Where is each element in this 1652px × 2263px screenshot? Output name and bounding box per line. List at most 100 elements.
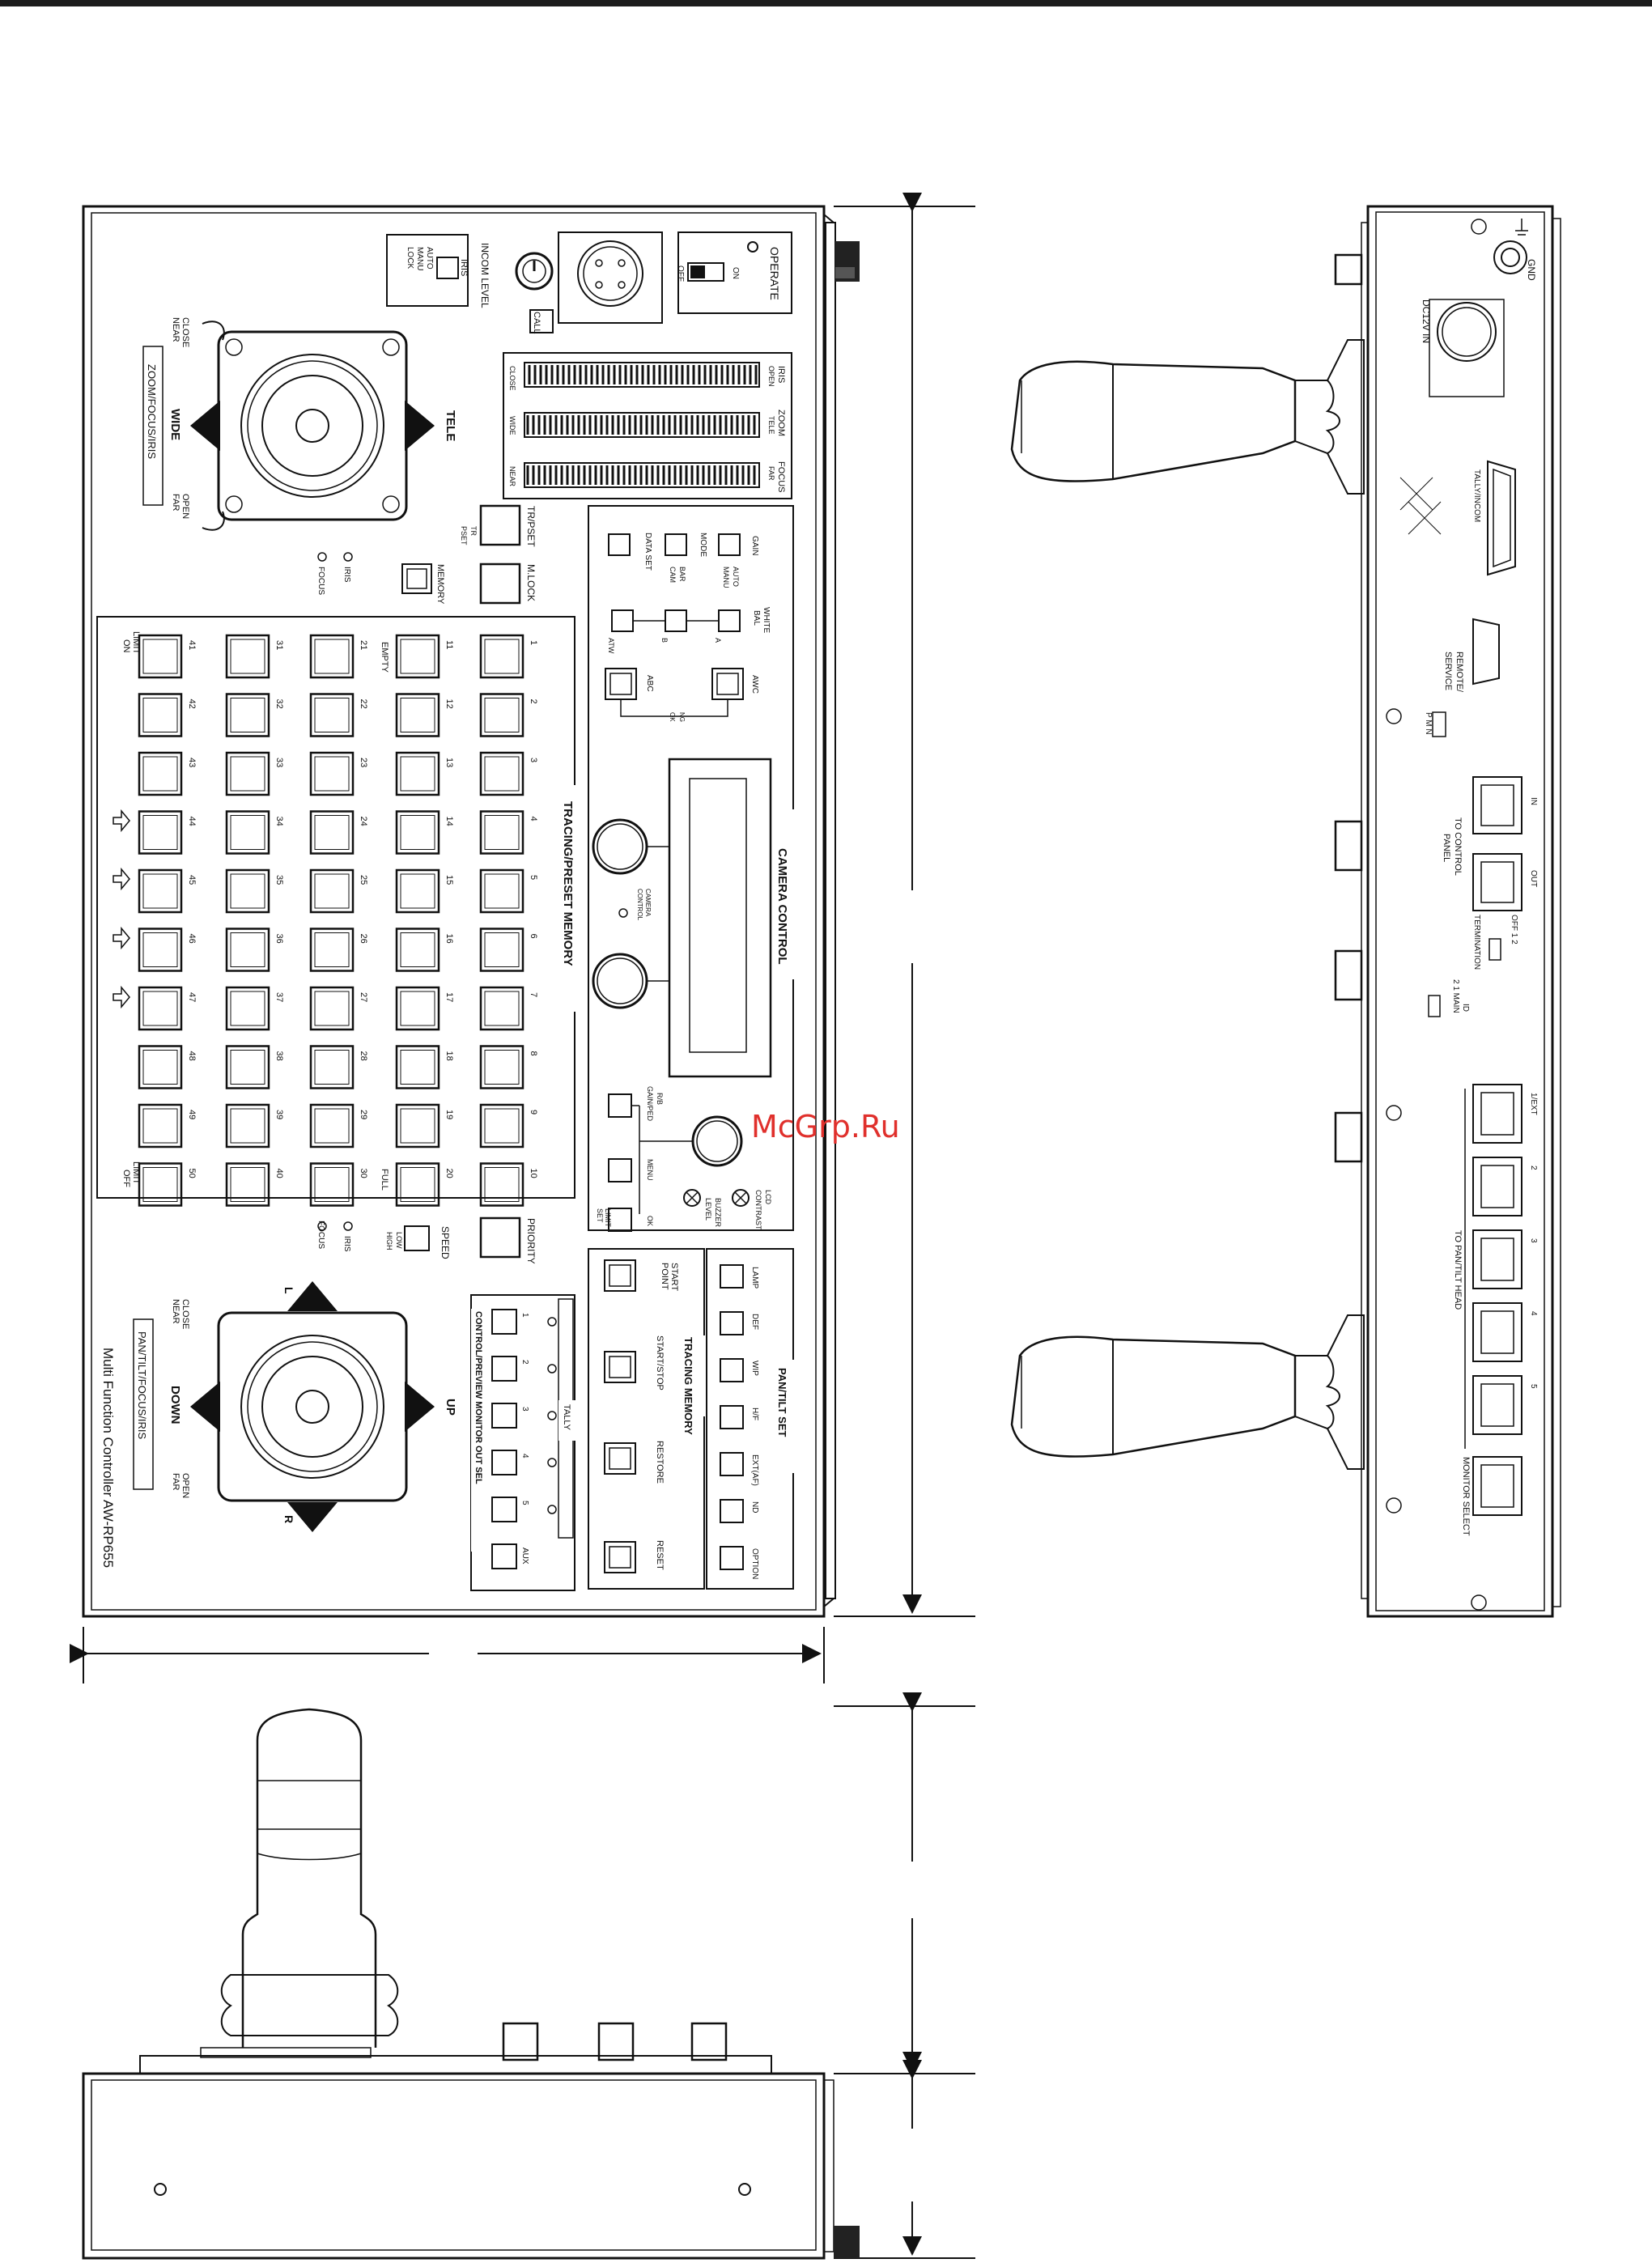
lcd-contrast-trim[interactable] xyxy=(732,1189,750,1207)
preset-button[interactable] xyxy=(225,1045,270,1089)
preset-button[interactable] xyxy=(479,1103,524,1148)
preset-button[interactable] xyxy=(395,1162,440,1207)
wb-b-button[interactable] xyxy=(665,609,687,632)
preset-button[interactable] xyxy=(309,928,355,972)
mode-button[interactable] xyxy=(665,533,687,556)
preset-button-inner xyxy=(484,1050,520,1085)
wb-a-button[interactable] xyxy=(718,609,741,632)
preset-button[interactable] xyxy=(479,1045,524,1089)
preset-button[interactable] xyxy=(395,810,440,855)
id-label: ID xyxy=(1461,1004,1470,1012)
buzzer-level-trim[interactable] xyxy=(683,1189,701,1207)
reset-button[interactable] xyxy=(604,1541,636,1573)
preset-button[interactable] xyxy=(479,986,524,1031)
camera-control-knob-2[interactable] xyxy=(592,953,648,1009)
tr-pset-button[interactable] xyxy=(479,504,521,546)
gain-button[interactable] xyxy=(718,533,741,556)
preset-button[interactable] xyxy=(225,868,270,914)
monitor-select-button[interactable] xyxy=(491,1309,517,1335)
preset-button[interactable] xyxy=(138,634,183,679)
preset-button[interactable] xyxy=(479,751,524,796)
call-button[interactable] xyxy=(529,309,554,333)
preset-button[interactable] xyxy=(138,986,183,1031)
preset-button[interactable] xyxy=(479,868,524,914)
preset-button[interactable] xyxy=(479,693,524,737)
operate-switch[interactable] xyxy=(687,262,724,282)
preset-button[interactable] xyxy=(479,634,524,679)
preset-button[interactable] xyxy=(138,810,183,855)
monitor-select-button[interactable] xyxy=(491,1356,517,1382)
pan-tilt-set-button[interactable] xyxy=(720,1546,744,1570)
priority-button[interactable] xyxy=(479,1216,521,1259)
start-point-button[interactable] xyxy=(604,1259,636,1292)
preset-button[interactable] xyxy=(138,1162,183,1207)
preset-button[interactable] xyxy=(225,1162,270,1207)
preset-button[interactable] xyxy=(395,868,440,914)
pan-tilt-set-button[interactable] xyxy=(720,1358,744,1382)
preset-button[interactable] xyxy=(309,634,355,679)
rb-gain-ped-button[interactable] xyxy=(608,1093,632,1118)
preset-button[interactable] xyxy=(225,751,270,796)
preset-button[interactable] xyxy=(395,1103,440,1148)
preset-button[interactable] xyxy=(395,751,440,796)
zoom-joystick-base[interactable] xyxy=(217,330,408,521)
preset-button[interactable] xyxy=(225,1103,270,1148)
atw-button[interactable] xyxy=(611,609,634,632)
preset-button[interactable] xyxy=(138,693,183,737)
speed-low: LOW xyxy=(395,1232,403,1249)
preset-button[interactable] xyxy=(395,986,440,1031)
preset-button[interactable] xyxy=(309,693,355,737)
pan-tilt-set-button[interactable] xyxy=(720,1264,744,1289)
preset-button[interactable] xyxy=(138,751,183,796)
start-stop-button[interactable] xyxy=(604,1351,636,1383)
preset-button[interactable] xyxy=(309,751,355,796)
operate-section: OPERATE ON OFF xyxy=(676,231,792,314)
preset-button[interactable] xyxy=(309,986,355,1031)
preset-button[interactable] xyxy=(225,928,270,972)
preset-button[interactable] xyxy=(138,868,183,914)
pan-tilt-set-button[interactable] xyxy=(720,1452,744,1476)
preset-button[interactable] xyxy=(479,928,524,972)
monitor-select-button[interactable] xyxy=(491,1450,517,1475)
preset-button[interactable] xyxy=(395,693,440,737)
pan-tilt-set-button[interactable] xyxy=(720,1405,744,1429)
restore-button[interactable] xyxy=(604,1442,636,1475)
preset-button[interactable] xyxy=(479,810,524,855)
monitor-select-button[interactable] xyxy=(491,1543,517,1569)
data-set-button[interactable] xyxy=(608,533,631,556)
preset-button[interactable] xyxy=(309,1103,355,1148)
data-knob[interactable] xyxy=(691,1115,743,1167)
ok-limit-button[interactable] xyxy=(608,1208,632,1232)
preset-button[interactable] xyxy=(395,928,440,972)
preset-button[interactable] xyxy=(225,986,270,1031)
preset-button[interactable] xyxy=(225,634,270,679)
iris-mode-button[interactable] xyxy=(436,257,459,279)
preset-button[interactable] xyxy=(309,1162,355,1207)
preset-button[interactable] xyxy=(138,1103,183,1148)
pan-tilt-set-button[interactable] xyxy=(720,1499,744,1523)
gnd-terminal xyxy=(1493,240,1527,274)
preset-button[interactable] xyxy=(479,1162,524,1207)
preset-button[interactable] xyxy=(395,634,440,679)
preset-button[interactable] xyxy=(309,868,355,914)
pan-tilt-set-button[interactable] xyxy=(720,1311,744,1335)
preset-button[interactable] xyxy=(138,928,183,972)
monitor-select-button[interactable] xyxy=(491,1497,517,1522)
menu-button[interactable] xyxy=(608,1158,632,1182)
iris-mode-lock: LOCK xyxy=(406,247,414,270)
camera-control-knob-1[interactable] xyxy=(592,818,648,875)
pan-tilt-joystick-base[interactable] xyxy=(217,1311,408,1502)
preset-button[interactable] xyxy=(395,1045,440,1089)
monitor-select-button[interactable] xyxy=(491,1403,517,1429)
m-lock-button[interactable] xyxy=(479,563,521,605)
preset-button[interactable] xyxy=(225,693,270,737)
speed-button[interactable] xyxy=(404,1225,430,1251)
preset-button[interactable] xyxy=(138,1045,183,1089)
preset-button[interactable] xyxy=(309,810,355,855)
pan-r: R xyxy=(282,1515,295,1523)
memory-button[interactable] xyxy=(401,563,432,594)
preset-button[interactable] xyxy=(225,810,270,855)
incom-level-knob[interactable] xyxy=(515,252,554,291)
preset-button[interactable] xyxy=(309,1045,355,1089)
gnd-label: GND xyxy=(1526,259,1537,281)
